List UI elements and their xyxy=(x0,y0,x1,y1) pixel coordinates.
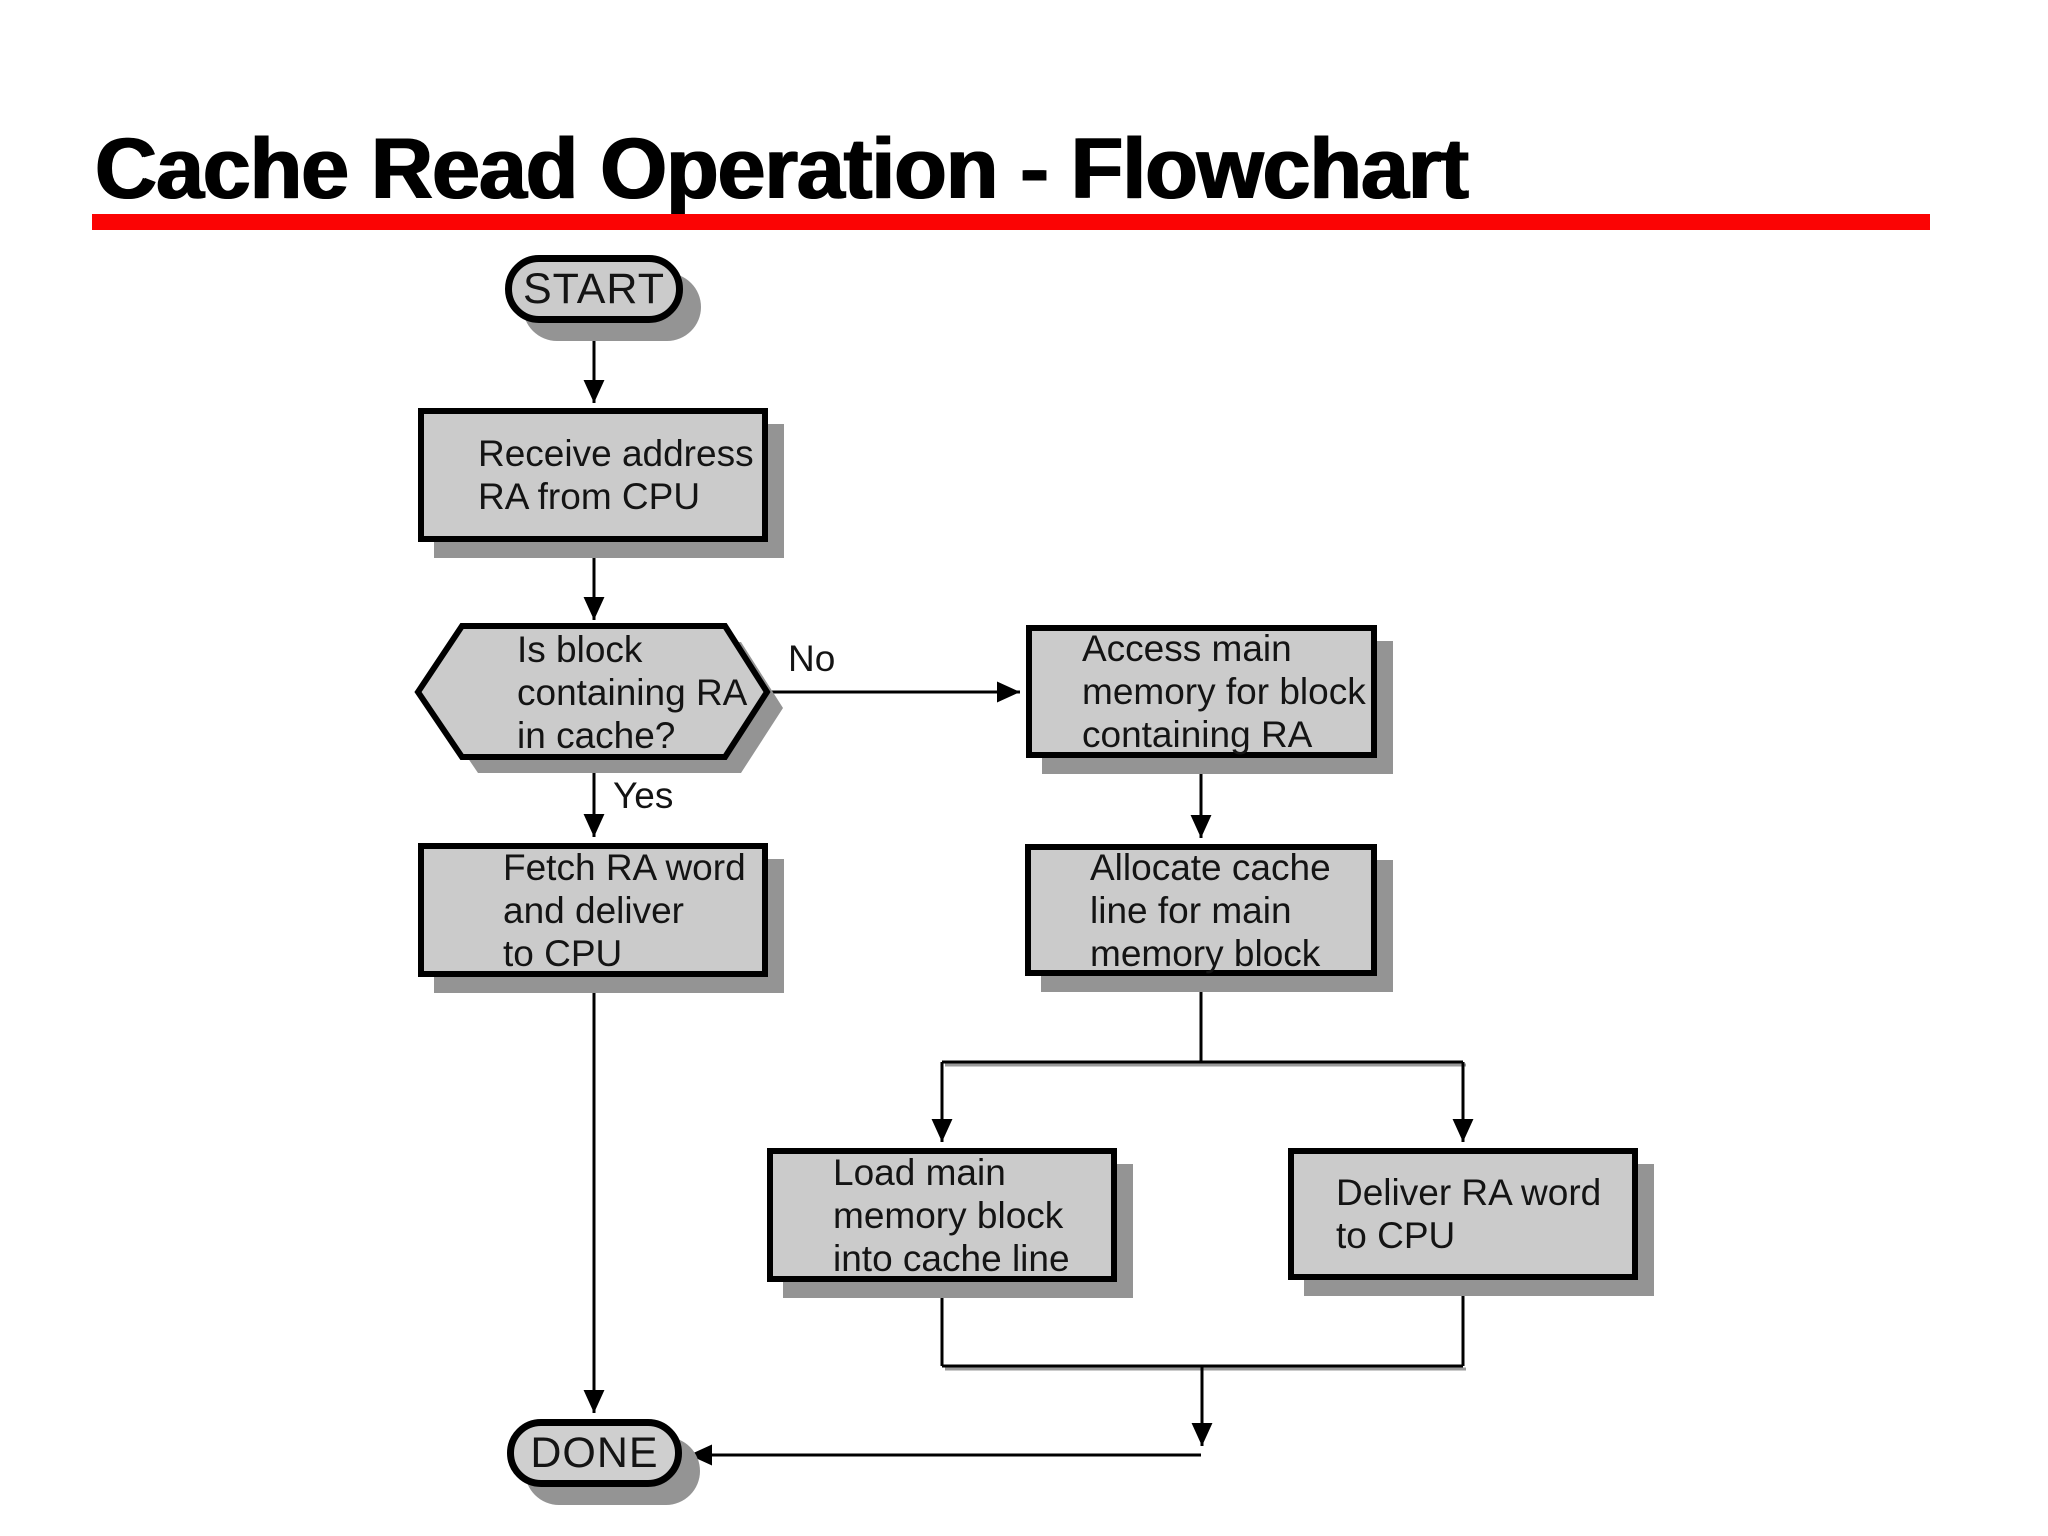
node-deliver: Deliver RA word to CPU xyxy=(1288,1148,1638,1280)
node-load: Load main memory block into cache line xyxy=(767,1148,1117,1282)
node-done: DONE xyxy=(507,1419,682,1487)
edge-allocate-split xyxy=(942,978,1463,1064)
edge-label-yes: Yes xyxy=(613,775,674,816)
node-start-label: START xyxy=(523,264,665,313)
node-receive: Receive address RA from CPU xyxy=(418,408,768,542)
node-allocate: Allocate cache line for main memory bloc… xyxy=(1025,844,1377,976)
node-access-text: Access main memory for block containing … xyxy=(1082,628,1366,755)
title-underline-bar xyxy=(92,214,1930,230)
node-start: START xyxy=(505,255,683,323)
node-load-text: Load main memory block into cache line xyxy=(833,1151,1070,1279)
edge-merge-lines xyxy=(940,1284,1465,1368)
node-access: Access main memory for block containing … xyxy=(1026,625,1377,758)
node-done-label: DONE xyxy=(530,1428,659,1477)
node-fetch: Fetch RA word and deliver to CPU xyxy=(418,843,768,977)
node-allocate-text: Allocate cache line for main memory bloc… xyxy=(1090,846,1331,974)
node-deliver-text: Deliver RA word to CPU xyxy=(1336,1172,1602,1256)
decision-hexagon xyxy=(414,623,771,760)
page-title: Cache Read Operation - Flowchart xyxy=(94,121,1468,217)
node-receive-text: Receive address RA from CPU xyxy=(478,433,754,517)
node-decision-text: Is block containing RA in cache? xyxy=(517,629,748,756)
node-fetch-text: Fetch RA word and deliver to CPU xyxy=(503,846,746,974)
edge-label-no: No xyxy=(788,638,836,679)
